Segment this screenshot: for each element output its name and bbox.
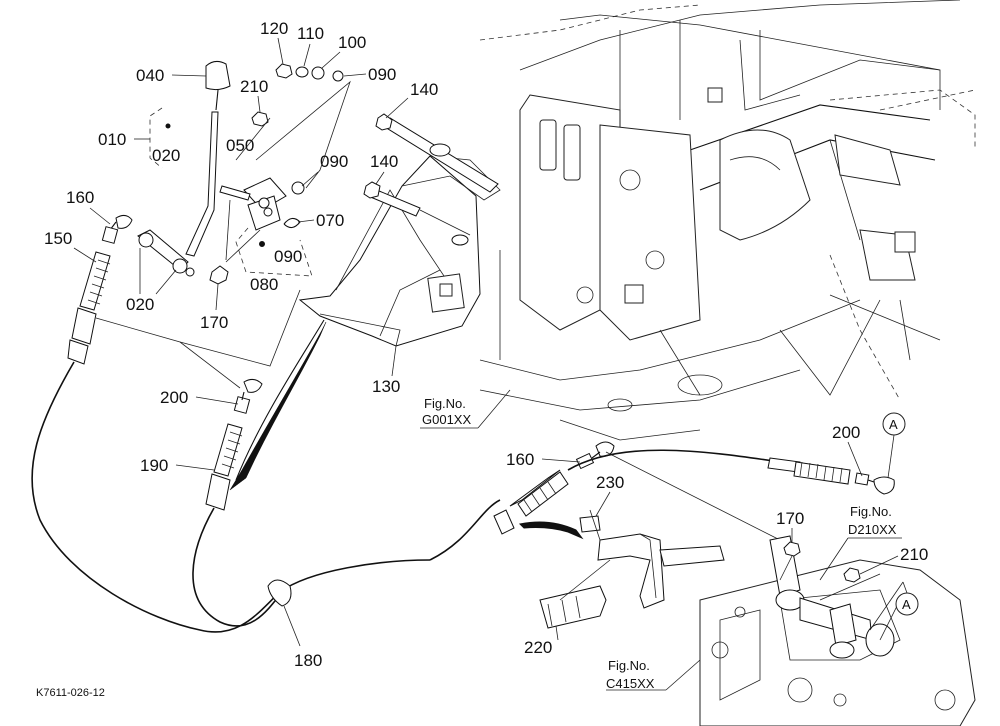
washer-100	[311, 66, 325, 80]
cable-clamp	[267, 579, 292, 607]
label-230: 230	[596, 473, 624, 492]
bracket-230	[597, 533, 665, 609]
fig-ref-c415xx: Fig.No. C415XX	[606, 658, 701, 691]
part-labels: 040 120 110 100 090 210 140 010 020 050 …	[44, 19, 928, 670]
bracket-assembly	[539, 509, 725, 629]
fig-ref-line2: G001XX	[422, 412, 471, 427]
label-100: 100	[338, 33, 366, 52]
marker-a-upper: A	[882, 412, 906, 479]
shift-lever	[185, 111, 219, 257]
marker-label: A	[889, 417, 898, 432]
marker-label: A	[902, 597, 911, 612]
label-130: 130	[372, 377, 400, 396]
label-080: 080	[250, 275, 278, 294]
label-090-low: 090	[274, 247, 302, 266]
washer-110	[295, 66, 309, 78]
label-140-top: 140	[410, 80, 438, 99]
label-210-right: 210	[900, 545, 928, 564]
fig-ref-line2: D210XX	[848, 522, 897, 537]
label-140-mid: 140	[370, 152, 398, 171]
shift-lever-assembly	[137, 60, 351, 285]
label-200-right: 200	[832, 423, 860, 442]
right-cable-assembly	[429, 441, 895, 561]
label-170-left: 170	[200, 313, 228, 332]
label-180: 180	[294, 651, 322, 670]
label-050: 050	[226, 136, 254, 155]
transmission-case	[699, 535, 976, 726]
pedal-bracket-assembly	[298, 113, 501, 347]
label-020-upper: 020	[152, 146, 180, 165]
label-090-mid: 090	[320, 152, 348, 171]
label-010: 010	[98, 130, 126, 149]
fig-ref-g001xx: Fig.No. G001XX	[420, 389, 511, 429]
label-020-lower: 020	[126, 295, 154, 314]
label-200-left: 200	[160, 388, 188, 407]
fig-ref-line1: Fig.No.	[850, 504, 892, 519]
fig-ref-line2: C415XX	[606, 676, 655, 691]
label-170-right: 170	[776, 509, 804, 528]
left-cable-assembly	[31, 214, 431, 647]
label-070: 070	[316, 211, 344, 230]
fig-ref-d210xx: Fig.No. D210XX	[819, 504, 902, 581]
shift-knob	[205, 60, 231, 91]
label-110: 110	[297, 24, 324, 43]
label-160-left: 160	[66, 188, 94, 207]
chassis-frame	[479, 0, 976, 441]
bracket-220	[539, 585, 607, 629]
pedal-bracket	[298, 155, 481, 347]
label-190: 190	[140, 456, 168, 475]
label-150: 150	[44, 229, 72, 248]
label-160-right: 160	[506, 450, 534, 469]
label-210-left: 210	[240, 77, 268, 96]
bushing-090-top	[332, 70, 344, 82]
label-120: 120	[260, 19, 288, 38]
label-040: 040	[136, 66, 164, 85]
diagram-code: K7611-026-12	[36, 687, 105, 699]
fig-ref-line1: Fig.No.	[608, 658, 650, 673]
label-090-top: 090	[368, 65, 396, 84]
marker-a-lower: A	[869, 581, 919, 631]
fig-ref-line1: Fig.No.	[424, 396, 466, 411]
nut-120	[275, 63, 293, 79]
label-220: 220	[524, 638, 552, 657]
